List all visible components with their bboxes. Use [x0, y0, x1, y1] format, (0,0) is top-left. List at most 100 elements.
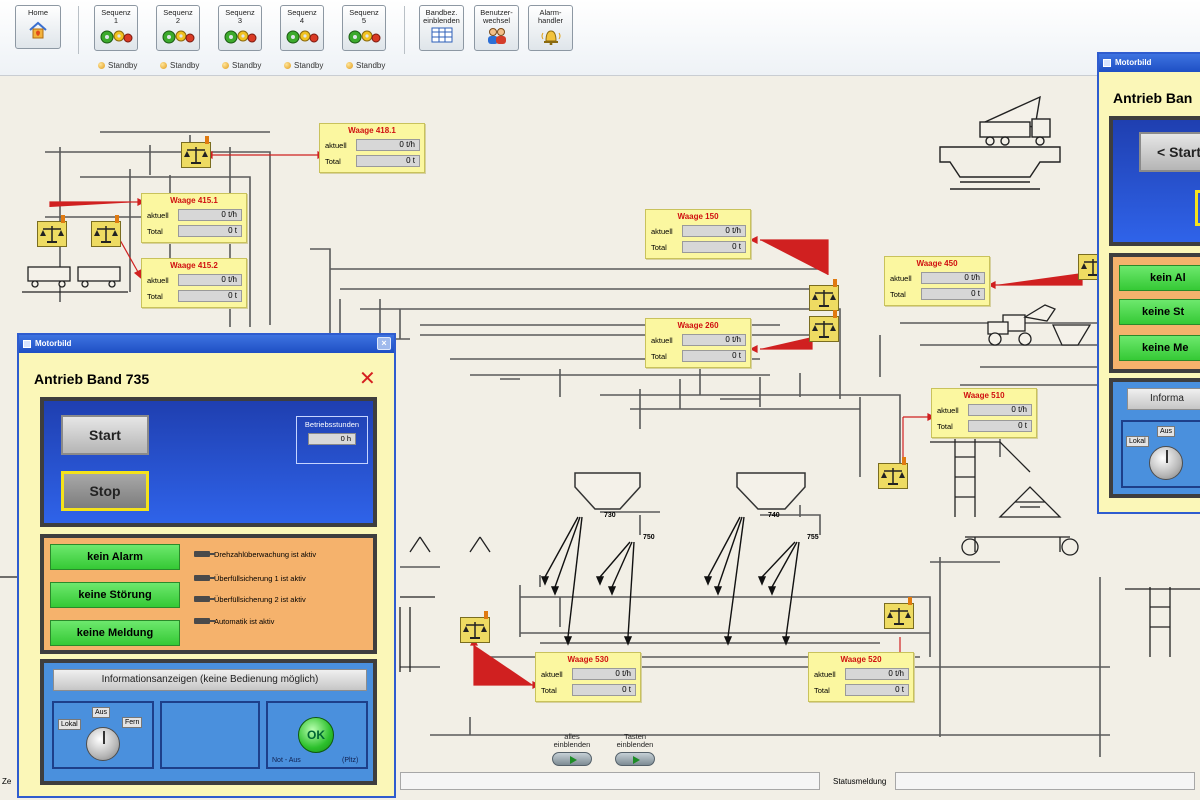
indicator-text: Überfüllsicherung 2 ist aktiv: [214, 595, 306, 604]
motor-dialog[interactable]: Motorbild × Antrieb Band 735 ✕ Start Sto…: [17, 333, 396, 798]
sequence-button-4[interactable]: Sequenz 4: [280, 5, 324, 51]
sequence-status: Standby: [98, 61, 137, 70]
ok-button[interactable]: OK: [298, 717, 334, 753]
motor2-info-panel: Informa Lokal Aus: [1109, 378, 1200, 498]
plug-icon: [194, 551, 215, 557]
scale-icon[interactable]: [37, 215, 67, 247]
balance-icon: [881, 468, 905, 485]
motor2-mode-knob[interactable]: [1149, 446, 1183, 480]
motor2-info-button[interactable]: Informa: [1127, 388, 1200, 410]
knob-lokal-label: Lokal: [58, 719, 81, 730]
motor2-stoerung-button[interactable]: keine St: [1119, 299, 1200, 325]
scale-title: Waage 415.1: [170, 196, 218, 205]
tasten-einblenden-button[interactable]: Tasten einblenden: [610, 733, 660, 766]
bandbez-button[interactable]: Bandbez. einblenden: [419, 5, 464, 51]
sequence-button-3[interactable]: Sequenz 3: [218, 5, 262, 51]
motor-dialog-right[interactable]: Motorbild Antrieb Ban < Start kein Al ke…: [1097, 52, 1200, 514]
status-dot-icon: [160, 62, 167, 69]
left-status-field: [400, 772, 820, 790]
total-value: 0 t: [921, 288, 985, 300]
table-icon: [431, 27, 452, 43]
sequence-button-5[interactable]: Sequenz 5: [342, 5, 386, 51]
motor-title: Motorbild: [35, 339, 72, 348]
plant-schematic: 730 740 750 755: [0, 95, 1200, 757]
tasten-einblenden-label: Tasten einblenden: [616, 732, 654, 749]
aktuell-value: 0 t/h: [682, 225, 746, 237]
scale-icon[interactable]: [878, 457, 908, 489]
scale-title: Waage 510: [963, 391, 1005, 400]
total-label: Total: [937, 422, 953, 431]
scale-icon[interactable]: [91, 215, 121, 247]
mode-switch-box: Lokal Aus Fern: [52, 701, 154, 769]
start-button[interactable]: Start: [61, 415, 149, 455]
motor2-alarm-button[interactable]: kein Al: [1119, 265, 1200, 291]
motor2-stop-button-edge[interactable]: [1195, 190, 1200, 226]
silo-740: 740: [736, 472, 806, 519]
total-value: 0 t: [356, 155, 420, 167]
mode-knob[interactable]: [86, 727, 120, 761]
benutzer-button[interactable]: Benutzer- wechsel: [474, 5, 519, 51]
aktuell-value: 0 t/h: [178, 274, 242, 286]
scale-icon[interactable]: [809, 310, 839, 342]
scale-icon[interactable]: [884, 597, 914, 629]
scale-flag: [61, 215, 65, 223]
motor-titlebar[interactable]: Motorbild ×: [19, 335, 394, 353]
play-icon: [552, 752, 592, 766]
total-value: 0 t: [178, 290, 242, 302]
keine-stoerung-button[interactable]: keine Störung: [50, 582, 180, 608]
sequence-status-text: Standby: [294, 61, 324, 70]
silo-740-label: 740: [768, 512, 780, 519]
aktuell-value: 0 t/h: [845, 668, 909, 680]
alles-einblenden-label: alles einblenden: [553, 732, 591, 749]
scale-title: Waage 150: [677, 212, 719, 221]
total-label: Total: [325, 157, 341, 166]
sequence-button-1[interactable]: Sequenz 1: [94, 5, 138, 51]
scale-title: Waage 415.2: [170, 261, 218, 270]
sequence-button-2[interactable]: Sequenz 2: [156, 5, 200, 51]
scale-icon[interactable]: [460, 611, 490, 643]
kein-alarm-button[interactable]: kein Alarm: [50, 544, 180, 570]
status-dot-icon: [98, 62, 105, 69]
keine-meldung-button[interactable]: keine Meldung: [50, 620, 180, 646]
dump-truck: [939, 95, 1061, 190]
total-value: 0 t: [682, 241, 746, 253]
total-value: 0 t: [845, 684, 909, 696]
home-button[interactable]: Home: [15, 5, 61, 49]
sequence-label: Sequenz 1: [101, 8, 131, 25]
sequence-status-text: Standby: [108, 61, 138, 70]
alles-einblenden-button[interactable]: alles einblenden: [550, 733, 594, 766]
scale-icon[interactable]: [181, 136, 211, 168]
motor2-start-button[interactable]: < Start: [1139, 132, 1200, 172]
stop-button[interactable]: Stop: [61, 471, 149, 511]
balance-icon: [887, 608, 911, 625]
window-icon: [1103, 59, 1111, 67]
close-icon[interactable]: ×: [377, 337, 391, 350]
motor2-meldung-button[interactable]: keine Me: [1119, 335, 1200, 361]
gears-icon: [348, 30, 381, 44]
home-icon: [29, 21, 47, 39]
motor2-titlebar[interactable]: Motorbild: [1099, 54, 1200, 72]
alarm-button[interactable]: Alarm- handler: [528, 5, 573, 51]
total-value: 0 t: [682, 350, 746, 362]
info-button[interactable]: Informationsanzeigen (keine Bedienung mö…: [53, 669, 367, 691]
motor2-control-panel: < Start: [1109, 116, 1200, 246]
total-label: Total: [814, 686, 830, 695]
scale-icon[interactable]: [809, 279, 839, 311]
sequence-status: Standby: [160, 61, 199, 70]
toolbar-separator: [404, 6, 405, 54]
close-x-icon[interactable]: ✕: [359, 368, 376, 390]
